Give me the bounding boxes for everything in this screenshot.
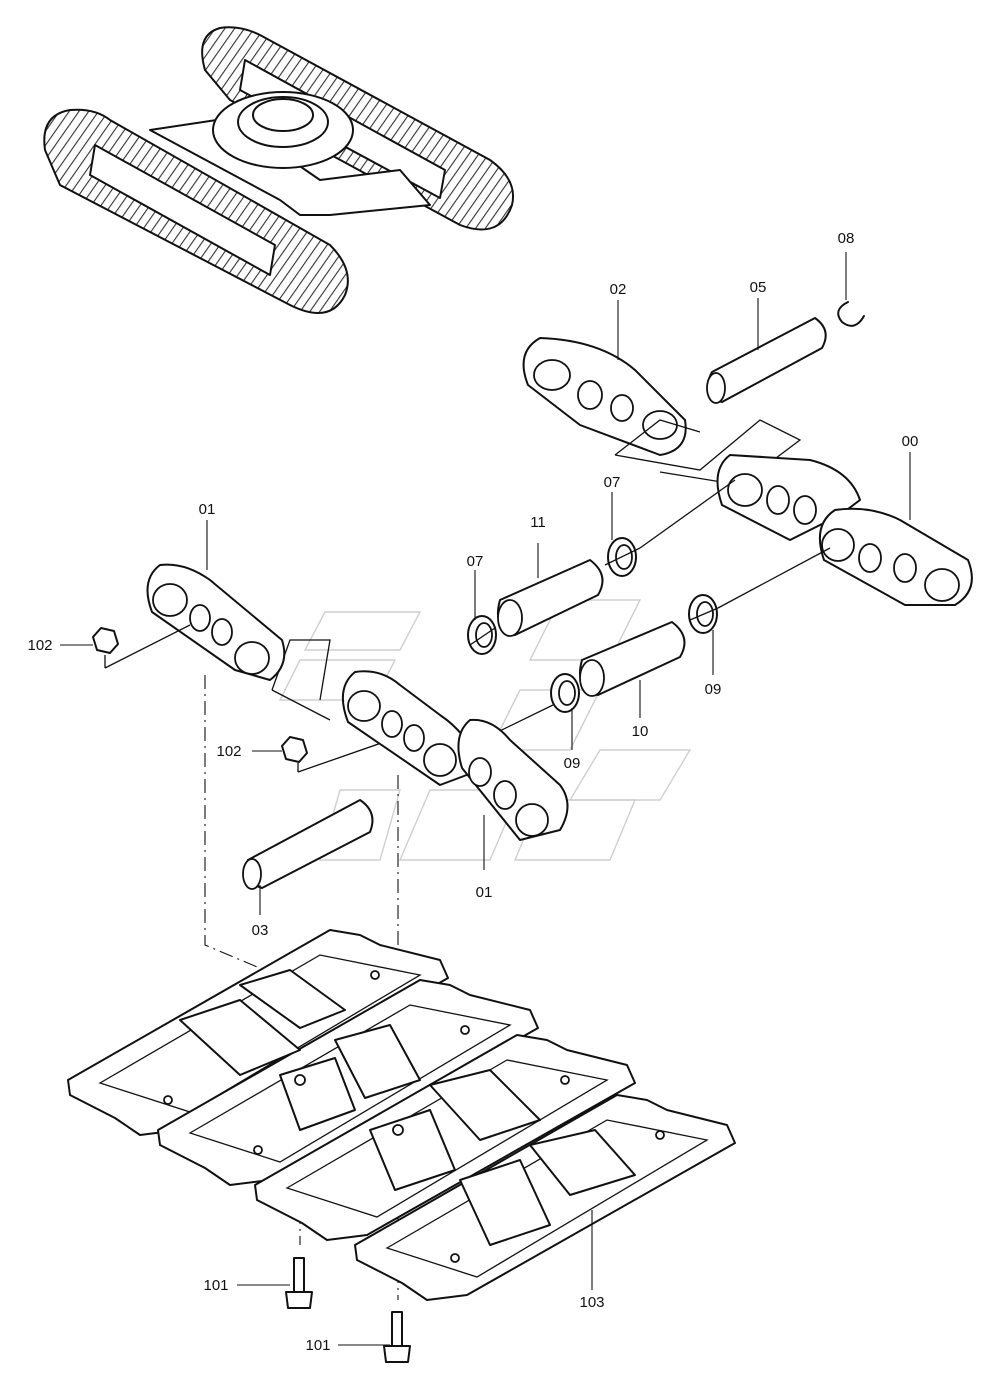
part-01-link-lower: [341, 670, 569, 841]
callout-103: 103: [579, 1294, 604, 1311]
callout-102-upper: 102: [27, 637, 52, 654]
part-00-link-assembly: [716, 454, 973, 606]
callout-10: 10: [632, 723, 649, 740]
part-02-link: [522, 337, 802, 486]
undercarriage-overview: [43, 26, 514, 314]
part-10-bushing: [579, 621, 686, 697]
callout-09-right: 09: [705, 681, 722, 698]
callout-09-left: 09: [564, 755, 581, 772]
callout-labels: 08 05 02 00 07 11 01 07 102 09 10 102 09…: [27, 230, 918, 1354]
callout-07-lower: 07: [467, 553, 484, 570]
callout-101-upper: 101: [203, 1277, 228, 1294]
callout-00: 00: [902, 433, 919, 450]
leader-lines: [60, 252, 911, 1346]
callout-101-lower: 101: [305, 1337, 330, 1354]
part-03-pin: [242, 799, 374, 890]
callout-102-lower: 102: [216, 743, 241, 760]
callout-05: 05: [750, 279, 767, 296]
callout-03: 03: [252, 922, 269, 939]
callout-01-lower: 01: [476, 884, 493, 901]
part-05-pin: [706, 317, 827, 404]
part-103-track-shoes: [67, 929, 736, 1301]
part-01-link-upper: [146, 563, 286, 681]
callout-02: 02: [610, 281, 627, 298]
callout-08: 08: [838, 230, 855, 247]
part-11-bushing: [496, 559, 604, 637]
callout-01-upper: 01: [199, 501, 216, 518]
callout-07-upper: 07: [604, 474, 621, 491]
part-101-bolt: [285, 1257, 411, 1363]
part-08-retainer-ring: [837, 301, 865, 327]
callout-11: 11: [530, 514, 546, 531]
